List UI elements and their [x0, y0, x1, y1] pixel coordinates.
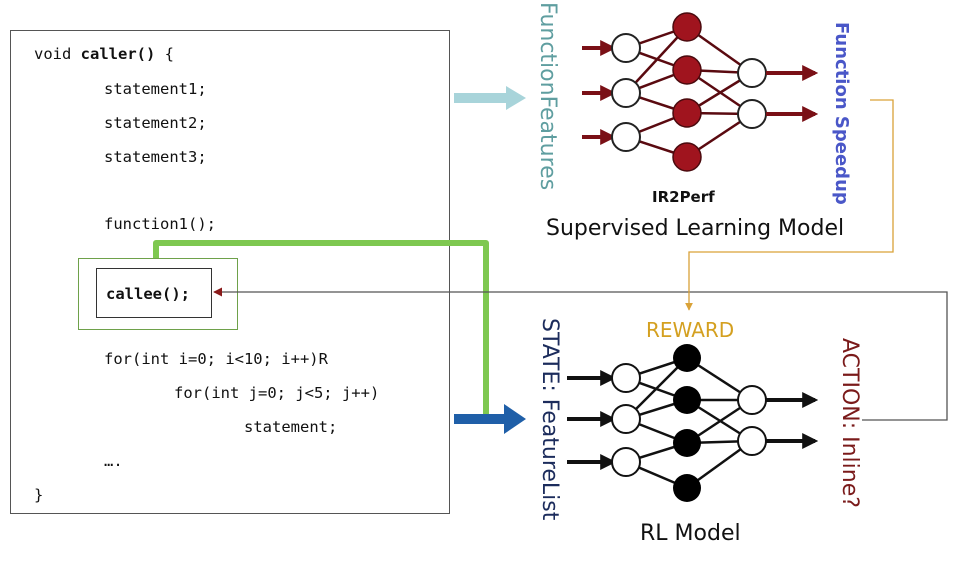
callee-feature-path: [153, 240, 489, 424]
sl-hidden-node-3: [672, 98, 702, 128]
rl-hidden-node-2: [673, 386, 701, 414]
rl-output-node-1: [737, 385, 767, 415]
action-label: ACTION: Inline?: [837, 338, 862, 508]
action-feedback-line: [213, 287, 948, 421]
sl-input-node-3: [611, 122, 641, 152]
code-line-close-brace: }: [34, 486, 44, 504]
code-line-ellipsis: ….: [104, 452, 123, 470]
code-brace-open: {: [155, 45, 174, 63]
sl-hidden-node-4: [672, 142, 702, 172]
sl-input-node-2: [611, 78, 641, 108]
sl-hidden-node-1: [672, 12, 702, 42]
state-label: STATE: FeatureList: [537, 318, 562, 521]
code-line-statement2: statement2;: [104, 114, 207, 132]
sl-hidden-node-2: [672, 55, 702, 85]
rl-model-title: RL Model: [640, 521, 741, 546]
code-line-statement: statement;: [244, 418, 338, 436]
code-line-for-outer: for(int i=0; i<10; i++)R: [104, 350, 328, 368]
sl-output-node-2: [737, 99, 767, 129]
code-line-statement3: statement3;: [104, 148, 207, 166]
rl-hidden-node-1: [673, 344, 701, 372]
supervised-model-title: Supervised Learning Model: [546, 216, 845, 241]
rl-hidden-node-4: [673, 474, 701, 502]
rl-hidden-node-3: [673, 429, 701, 457]
callee-box: [96, 268, 212, 318]
rl-network: [567, 344, 819, 502]
function-features-label: FunctionFeatures: [535, 2, 560, 191]
model-name-label: IR2Perf: [652, 188, 715, 206]
callee-highlight-box: [78, 258, 238, 330]
rl-output-node-2: [737, 426, 767, 456]
code-to-features-arrow: [454, 86, 526, 110]
code-keyword-void: void: [34, 45, 81, 63]
rl-input-node-2: [611, 404, 641, 434]
sl-input-node-1: [611, 33, 641, 63]
code-line-callee: callee();: [106, 285, 190, 303]
code-line-function1: function1();: [104, 215, 216, 233]
function-speedup-label: Function Speedup: [831, 22, 852, 205]
code-panel: [10, 30, 450, 514]
supervised-network: [582, 12, 819, 172]
reward-label: REWARD: [646, 318, 735, 342]
sl-output-node-1: [737, 58, 767, 88]
state-input-arrow: [454, 404, 526, 434]
code-caller-name: caller(): [80, 45, 156, 63]
code-line-caller: void caller() {: [34, 45, 174, 63]
rl-input-node-3: [611, 447, 641, 477]
reward-line: [685, 99, 894, 311]
code-line-statement1: statement1;: [104, 80, 207, 98]
code-line-for-inner: for(int j=0; j<5; j++): [174, 384, 380, 402]
rl-input-node-1: [611, 363, 641, 393]
